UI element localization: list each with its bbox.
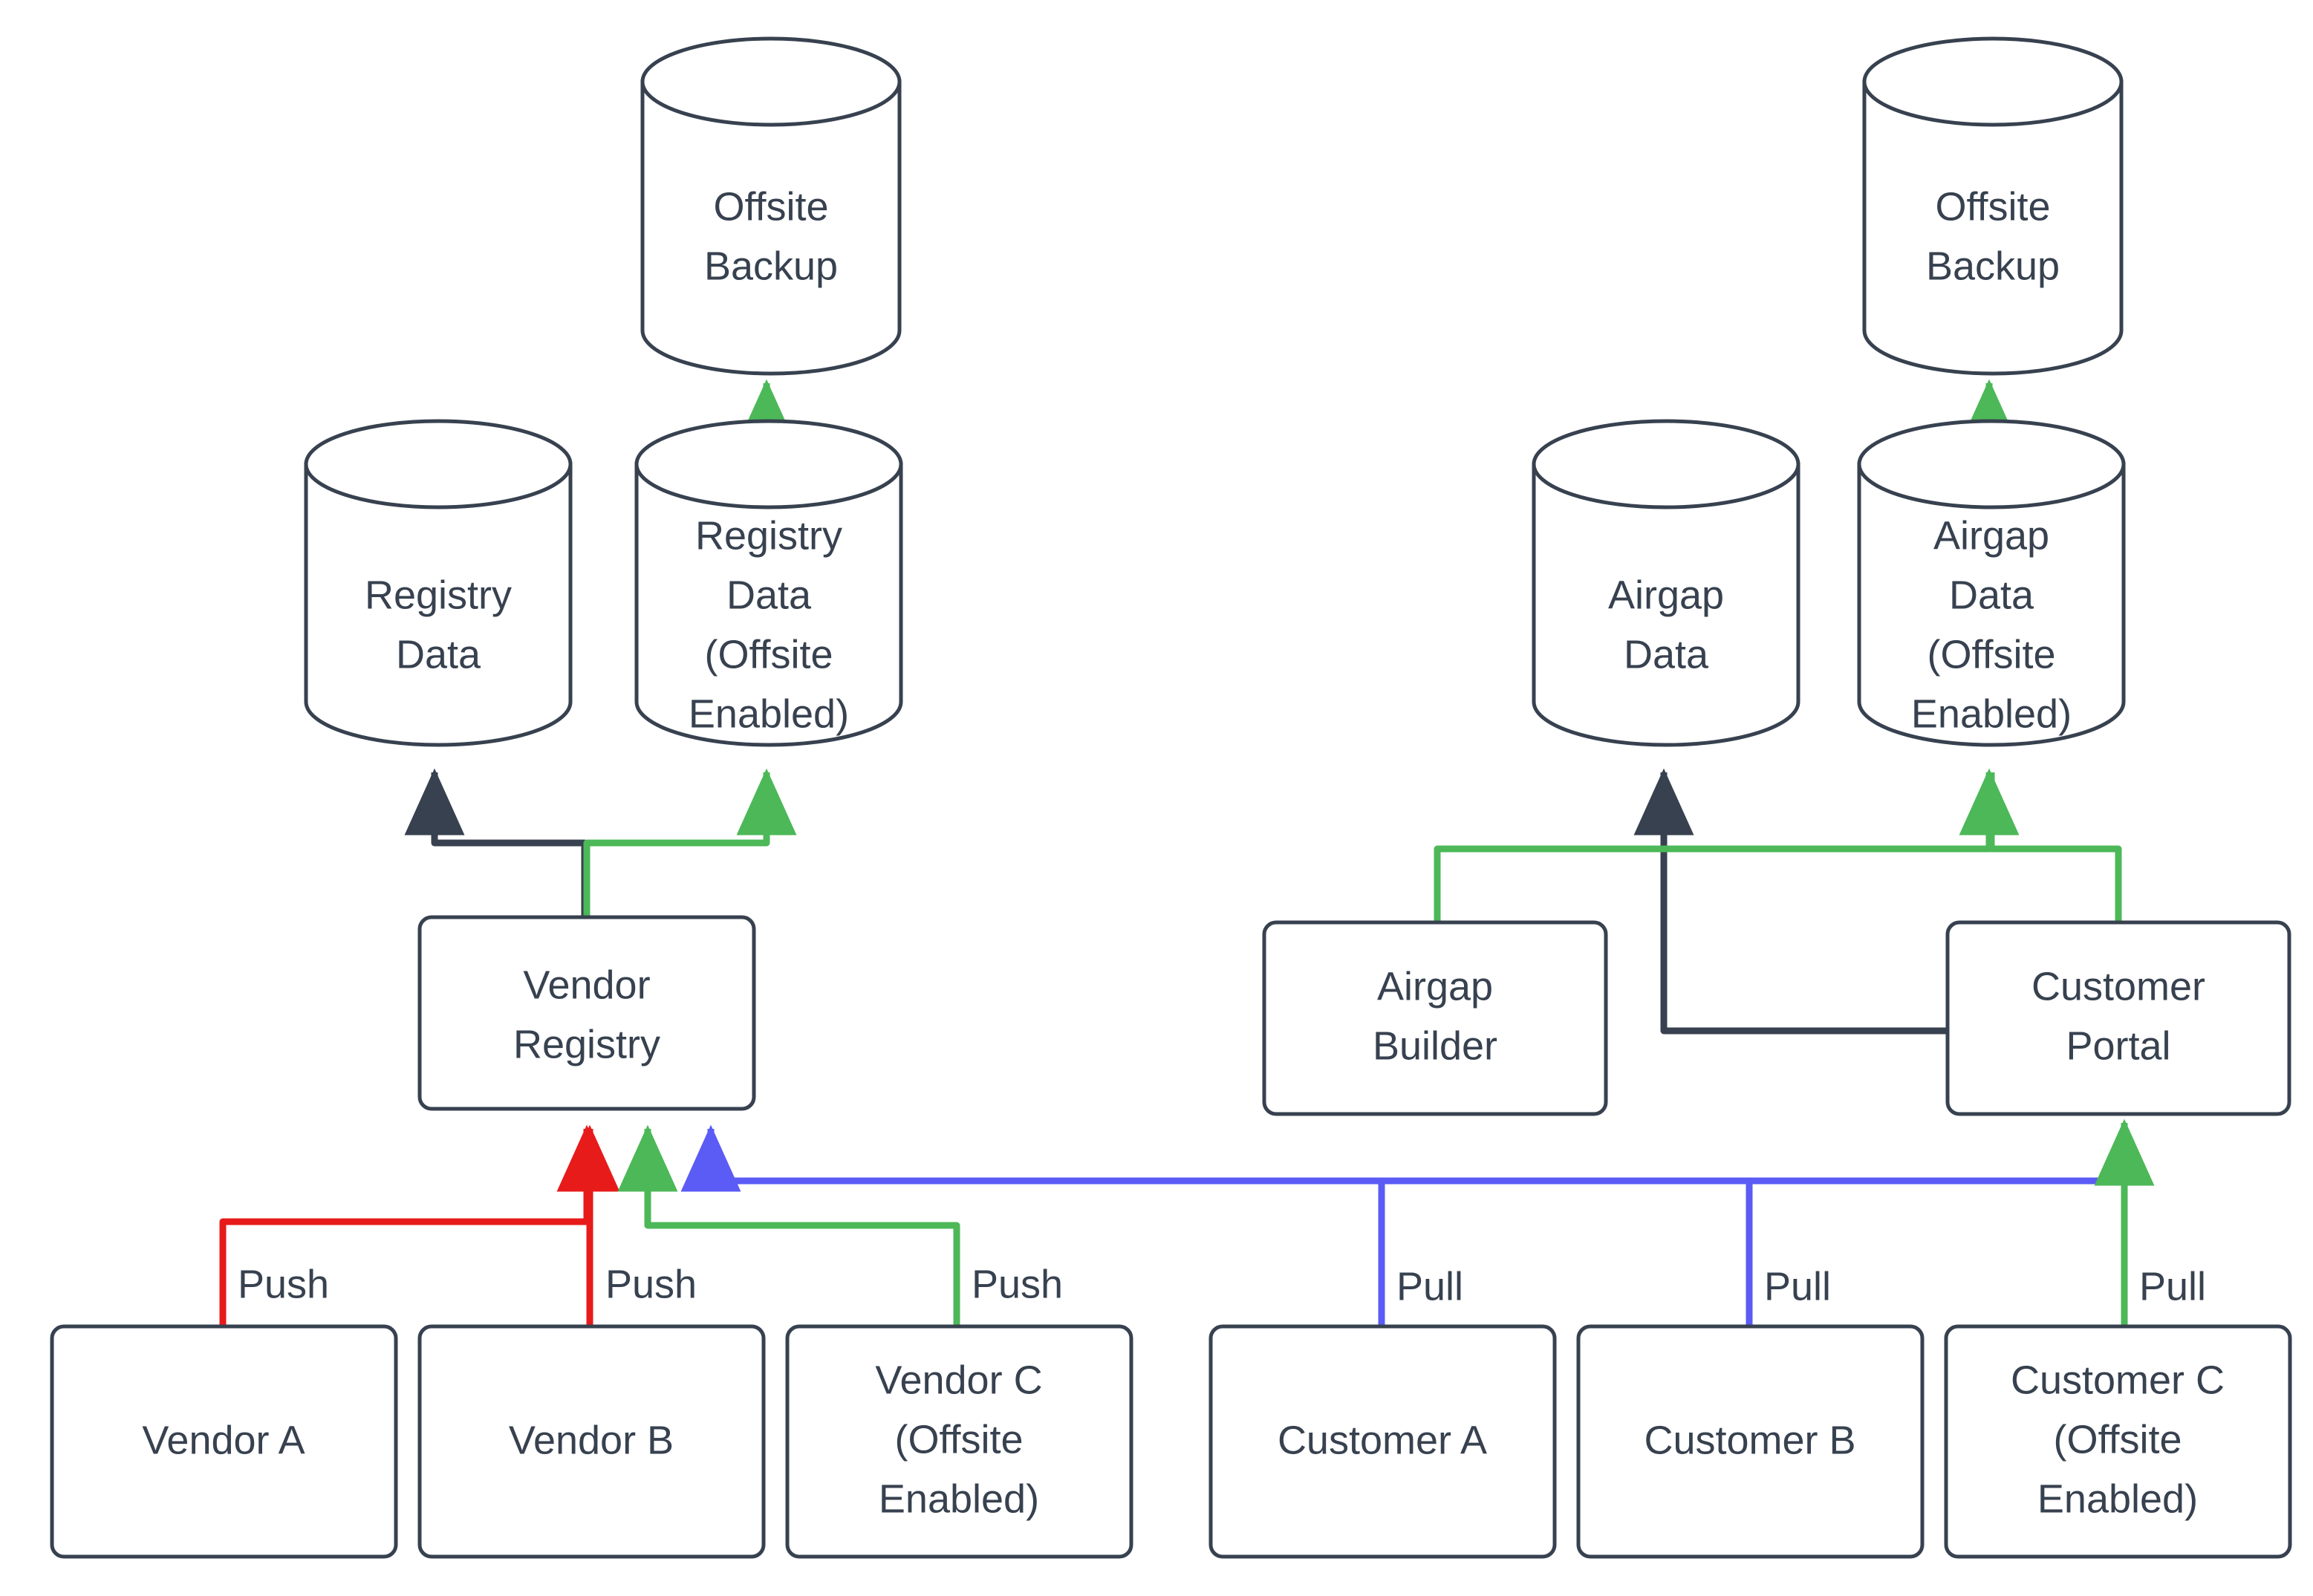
edge-vendor-c-push (617, 1124, 960, 1326)
node-airgap-data-offsite[interactable]: Airgap Data (Offsite Enabled) (1857, 419, 2126, 747)
node-customer-b[interactable]: Customer B (1576, 1324, 1925, 1559)
node-registry-data-offsite[interactable]: Registry Data (Offsite Enabled) (634, 419, 903, 747)
node-label: Airgap (1933, 513, 2049, 558)
node-vendor-a[interactable]: Vendor A (50, 1324, 398, 1559)
node-customer-c[interactable]: Customer C (Offsite Enabled) (1944, 1324, 2292, 1559)
edge-label-customer-a-pull: Pull (1396, 1264, 1463, 1309)
node-label: Customer B (1644, 1418, 1855, 1462)
edge-label-customer-c-pull: Pull (2139, 1264, 2206, 1309)
node-label: (Offsite (1927, 632, 2055, 677)
node-label: Registry (513, 1022, 660, 1066)
node-offsite-backup-left[interactable]: Offsite Backup (640, 36, 902, 376)
edge-label-vendor-a-push: Push (238, 1262, 329, 1306)
node-label: Data (1624, 632, 1709, 677)
node-airgap-builder[interactable]: Airgap Builder (1262, 920, 1608, 1116)
node-label: Registry (365, 573, 512, 617)
edge-customer-portal-to-airgap-data-offsite (1988, 772, 2122, 921)
node-label: Airgap (1377, 964, 1493, 1009)
node-label: Customer A (1278, 1418, 1487, 1462)
edge-label-customer-b-pull: Pull (1764, 1264, 1831, 1309)
node-label: Data (396, 632, 481, 677)
node-offsite-backup-right[interactable]: Offsite Backup (1862, 36, 2124, 376)
node-label: Customer C (2011, 1358, 2225, 1402)
node-label: Data (726, 573, 812, 617)
node-label: Builder (1373, 1023, 1497, 1068)
node-registry-data[interactable]: Registry Data (304, 419, 573, 747)
node-label: Enabled) (1911, 691, 2072, 736)
node-label: Offsite (713, 184, 828, 229)
node-customer-portal[interactable]: Customer Portal (1945, 920, 2291, 1116)
node-label: Portal (2066, 1023, 2170, 1068)
edge-label-vendor-b-push: Push (605, 1262, 697, 1306)
node-label: Registry (695, 513, 842, 558)
node-label: (Offsite (894, 1417, 1023, 1462)
node-vendor-registry[interactable]: Vendor Registry (417, 915, 756, 1111)
node-label: Enabled) (2037, 1476, 2198, 1521)
edge-customer-portal-to-airgap-data (1633, 768, 1946, 1035)
node-label: Vendor C (875, 1358, 1042, 1402)
edge-airgap-builder-to-airgap-data-offsite (1434, 768, 2020, 921)
edge-vendor-registry-to-registry-data (404, 768, 588, 916)
node-customer-a[interactable]: Customer A (1208, 1324, 1557, 1559)
node-label: Backup (1926, 244, 2060, 288)
node-label: Backup (704, 244, 838, 288)
node-label: (Offsite (2053, 1417, 2182, 1462)
node-label: Offsite (1935, 184, 2050, 229)
node-label: (Offsite (704, 632, 833, 677)
node-label: Vendor B (509, 1418, 674, 1462)
edge-label-vendor-c-push: Push (972, 1262, 1063, 1306)
node-label: Data (1949, 573, 2034, 617)
node-label: Vendor A (142, 1418, 305, 1462)
edge-vendor-registry-to-registry-data-offsite (583, 768, 797, 916)
node-label: Customer (2031, 964, 2205, 1009)
node-airgap-data[interactable]: Airgap Data (1532, 419, 1800, 747)
node-label: Enabled) (689, 691, 849, 736)
node-label: Vendor (523, 963, 650, 1007)
node-vendor-c[interactable]: Vendor C (Offsite Enabled) (785, 1324, 1133, 1559)
node-label: Enabled) (879, 1476, 1039, 1521)
node-label: Airgap (1608, 573, 1724, 617)
node-vendor-b[interactable]: Vendor B (417, 1324, 766, 1559)
edge-customer-b-pull (711, 1177, 1753, 1326)
